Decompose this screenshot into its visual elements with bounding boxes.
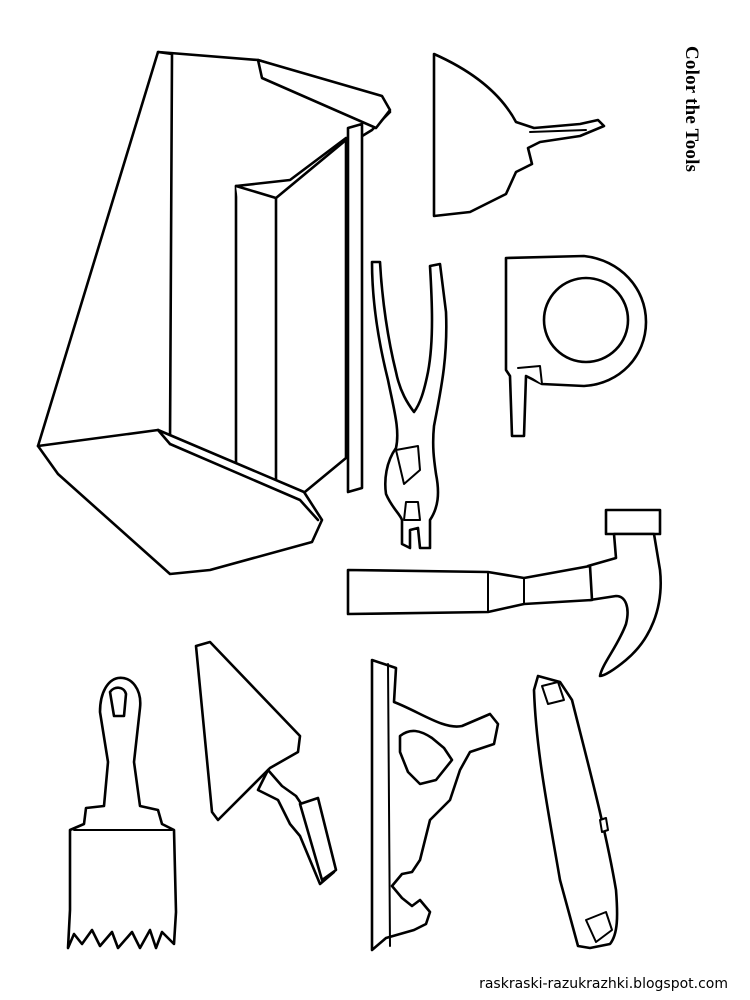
toolbox-icon — [36, 50, 392, 576]
page-title: Color the Tools — [681, 46, 702, 173]
utility-knife-icon — [532, 674, 619, 950]
tape-measure-icon — [504, 254, 648, 438]
source-url[interactable]: raskraski-razukrazhki.blogspot.com — [479, 976, 728, 992]
pliers-icon — [370, 260, 448, 550]
plunger-icon — [432, 52, 606, 218]
trowel-icon — [194, 640, 338, 886]
hammer-icon — [346, 508, 662, 678]
hand-plane-icon — [370, 658, 500, 952]
paintbrush-icon — [66, 676, 178, 950]
